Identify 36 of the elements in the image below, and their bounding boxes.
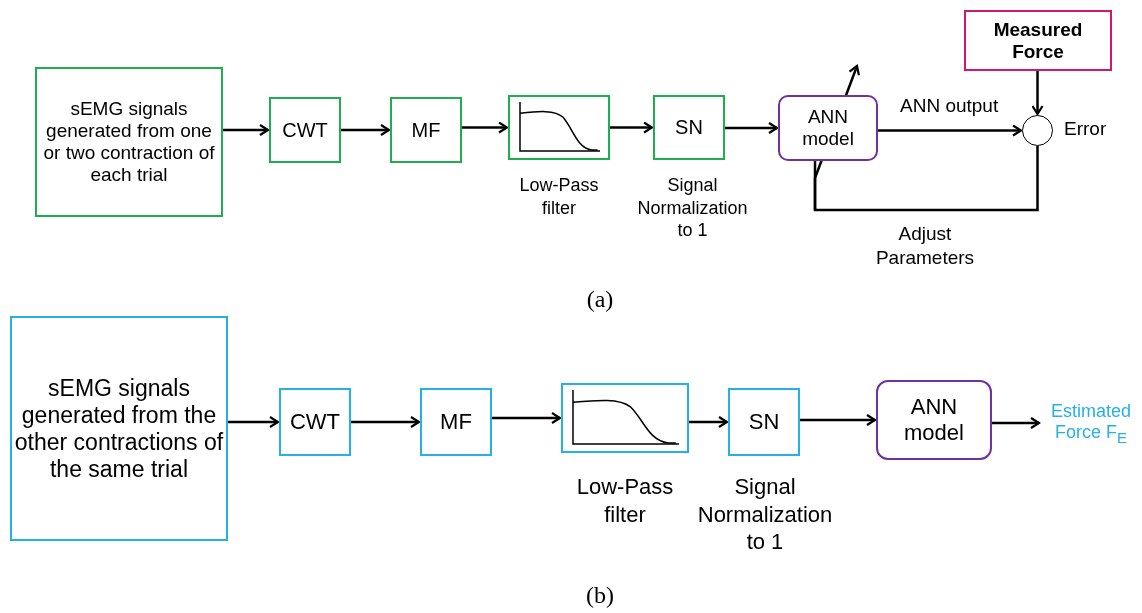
process-box: CWT [269, 97, 341, 163]
arrow [1031, 71, 1044, 116]
arrow [223, 123, 270, 137]
arrow [689, 415, 729, 429]
output-text: Estimated Force F$_{E}$ [1040, 398, 1142, 448]
filter-box [508, 95, 610, 160]
feedback-label: Adjust Parameters [874, 222, 976, 270]
arrow [800, 413, 877, 427]
arrow [725, 121, 779, 135]
arrow [992, 416, 1041, 430]
process-box: SN [728, 388, 800, 456]
arrow [878, 124, 1023, 137]
process-box: sEMG signals generated from one or two contraction of each trial [35, 67, 223, 217]
summing-junction-circle [1022, 115, 1053, 146]
arrow [492, 411, 562, 425]
arrow [351, 415, 421, 429]
process-box: Measured Force [964, 10, 1112, 71]
panel-label: (a) [585, 285, 615, 314]
process-box: ANN model [778, 95, 878, 161]
process-box: SN [653, 95, 725, 160]
node-caption: Low-Pass filter [518, 174, 600, 219]
process-box: MF [420, 388, 492, 456]
process-box: ANN model [876, 380, 992, 460]
arrow [228, 415, 280, 429]
filter-box [561, 383, 689, 453]
node-caption: Error [1064, 117, 1108, 141]
process-box: sEMG signals generated from the other contractions of the same trial [10, 316, 228, 541]
node-caption: Low-Pass filter [575, 473, 675, 528]
process-box: CWT [279, 388, 351, 456]
process-box: MF [390, 97, 462, 163]
arrow [610, 121, 654, 134]
panel-label: (b) [585, 581, 615, 610]
node-caption: Signal Normalization to 1 [636, 174, 749, 242]
arrow [341, 123, 391, 137]
arrow [462, 121, 509, 134]
node-caption: Signal Normalization to 1 [696, 473, 834, 556]
